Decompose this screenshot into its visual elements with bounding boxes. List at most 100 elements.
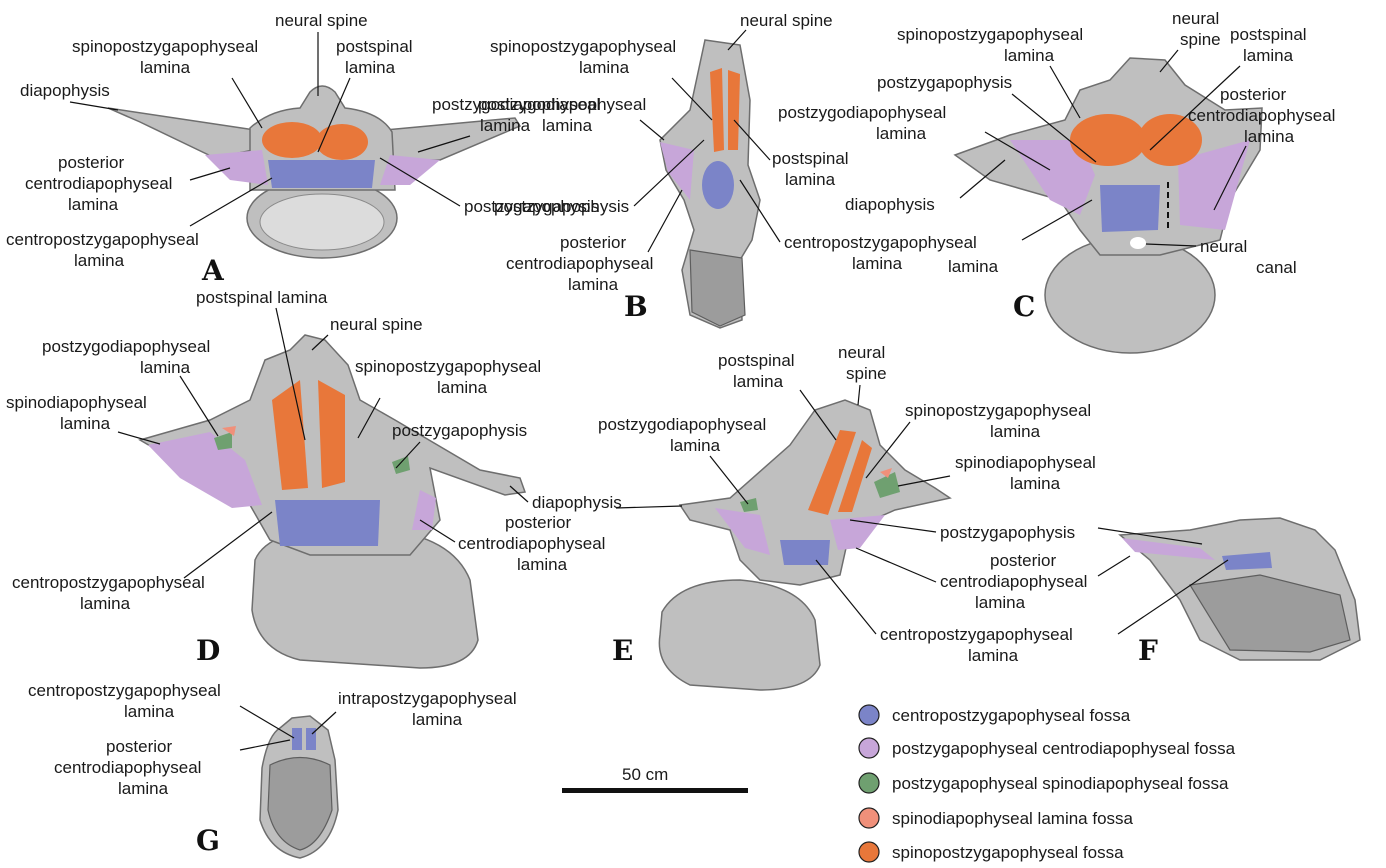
label-g-pcdl-2: centrodiapophyseal: [54, 758, 201, 777]
label-d-cpol-1: centropostzygapophyseal: [12, 573, 205, 592]
label-d-spdl-2: lamina: [60, 414, 111, 433]
label-b-pcdl-1: posterior: [560, 233, 626, 252]
label-a-pcdl-1: posterior: [58, 153, 124, 172]
label-a-spol-2: lamina: [140, 58, 191, 77]
panel-b-specimen: [660, 40, 760, 328]
label-c-spol-2: lamina: [1004, 46, 1055, 65]
label-c-pcdl-2: centrodiapophyseal: [1188, 106, 1335, 125]
cpof-fossa-left: [292, 728, 302, 750]
label-a-posl-1: postspinal: [336, 37, 413, 56]
panel-letter-f: F: [1138, 634, 1158, 667]
label-e-podl-2: lamina: [670, 436, 721, 455]
cpof-fossa: [1100, 185, 1160, 232]
label-c-neural-spine-2: spine: [1180, 30, 1221, 49]
label-e-spol-1: spinopostzygapophyseal: [905, 401, 1091, 420]
label-a-podl-2: lamina: [480, 116, 531, 135]
scale-bar: 50 cm: [562, 765, 748, 793]
label-g-tpol-2: lamina: [412, 710, 463, 729]
leader-line: [648, 190, 682, 252]
spof-fossa-right: [318, 380, 345, 488]
label-c-neural-spine-1: neural: [1172, 9, 1219, 28]
cpof-fossa: [275, 500, 380, 546]
cpof-fossa: [780, 540, 830, 565]
legend-item: centropostzygapophyseal fossa: [859, 705, 1131, 725]
label-c-neural-canal-1: neural: [1200, 237, 1247, 256]
legend-swatch: [859, 773, 879, 793]
cpof-fossa: [268, 160, 375, 188]
label-e-cpol-2: lamina: [968, 646, 1019, 665]
panel-f: F: [1098, 518, 1360, 667]
legend-label: spinodiapophyseal lamina fossa: [892, 809, 1134, 828]
label-a-cpol-2: lamina: [74, 251, 125, 270]
label-a-diapophysis: diapophysis: [20, 81, 110, 100]
panel-letter-d: D: [196, 634, 220, 667]
leader-line: [240, 706, 294, 738]
panel-letter-b: B: [624, 290, 648, 323]
legend-label: spinopostzygapophyseal fossa: [892, 843, 1124, 862]
legend-swatch: [859, 808, 879, 828]
legend: centropostzygapophyseal fossa postzygapo…: [859, 705, 1236, 862]
label-e-posl-2: lamina: [733, 372, 784, 391]
legend-item: postzygapophyseal spinodiapophyseal foss…: [859, 773, 1229, 793]
label-e-pcdl-3: lamina: [975, 593, 1026, 612]
pocdf-fossa-right: [380, 155, 440, 185]
label-e-postzygapophysis: postzygapophysis: [940, 523, 1075, 542]
panel-letter-e: E: [612, 634, 633, 667]
label-d-spol-1: spinopostzygapophyseal: [355, 357, 541, 376]
label-b-cpol-1: centropostzygapophyseal: [784, 233, 977, 252]
label-e-cpol-1: centropostzygapophyseal: [880, 625, 1073, 644]
leader-line: [616, 506, 682, 508]
label-e-spdl-1: spinodiapophyseal: [955, 453, 1096, 472]
label-b-podl-1: postzygodiapophyseal: [478, 95, 646, 114]
label-a-posl-2: lamina: [345, 58, 396, 77]
label-d-pcdl-3: lamina: [517, 555, 568, 574]
label-e-spdl-2: lamina: [1010, 474, 1061, 493]
leader-line: [816, 560, 876, 634]
scale-bar-label: 50 cm: [622, 765, 668, 784]
label-d-spol-2: lamina: [437, 378, 488, 397]
label-a-neural-spine: neural spine: [275, 11, 368, 30]
label-b-pcdl-3: lamina: [568, 275, 619, 294]
label-g-cpol-1: centropostzygapophyseal: [28, 681, 221, 700]
label-d-cpol-2: lamina: [80, 594, 131, 613]
panel-letter-g: G: [196, 824, 220, 857]
label-d-pcdl-1: posterior: [505, 513, 571, 532]
label-b-spol-1: spinopostzygapophyseal: [490, 37, 676, 56]
label-b-posl-1: postspinal: [772, 149, 849, 168]
label-c-cpol-2: lamina: [948, 257, 999, 276]
scale-bar-line: [562, 788, 748, 793]
label-e-neural-spine-1: neural: [838, 343, 885, 362]
label-g-cpol-2: lamina: [124, 702, 175, 721]
label-c-postzygapophysis: postzygapophysis: [877, 73, 1012, 92]
label-e-neural-spine-2: spine: [846, 364, 887, 383]
leader-line: [232, 78, 262, 128]
spof-fossa-left: [1070, 114, 1146, 166]
legend-item: postzygapophyseal centrodiapophyseal fos…: [859, 738, 1236, 758]
label-g-pcdl-1: posterior: [106, 737, 172, 756]
label-c-neural-canal-2: canal: [1256, 258, 1297, 277]
label-d-diapophysis: diapophysis: [532, 493, 622, 512]
label-d-neural-spine: neural spine: [330, 315, 423, 334]
spof-fossa-left: [262, 122, 322, 158]
panel-g-specimen: [260, 716, 338, 858]
centrum: [690, 250, 745, 326]
spof-fossa-right: [316, 124, 368, 160]
leader-line: [1050, 66, 1080, 118]
label-d-podl-2: lamina: [140, 358, 191, 377]
pocdf-fossa-right: [830, 515, 885, 550]
centrum: [659, 580, 820, 690]
label-a-pcdl-2: centrodiapophyseal: [25, 174, 172, 193]
label-e-podl-1: postzygodiapophyseal: [598, 415, 766, 434]
legend-swatch: [859, 842, 879, 862]
label-b-posl-2: lamina: [785, 170, 836, 189]
pocdf-fossa: [660, 142, 694, 200]
label-c-diapophysis: diapophysis: [845, 195, 935, 214]
label-e-spol-2: lamina: [990, 422, 1041, 441]
label-d-podl-1: postzygodiapophyseal: [42, 337, 210, 356]
label-g-pcdl-3: lamina: [118, 779, 169, 798]
legend-label: centropostzygapophyseal fossa: [892, 706, 1131, 725]
label-d-postzygapophysis: postzygapophysis: [392, 421, 527, 440]
label-b-podl-2: lamina: [542, 116, 593, 135]
label-d-spdl-1: spinodiapophyseal: [6, 393, 147, 412]
left-transverse-process: [108, 108, 262, 158]
